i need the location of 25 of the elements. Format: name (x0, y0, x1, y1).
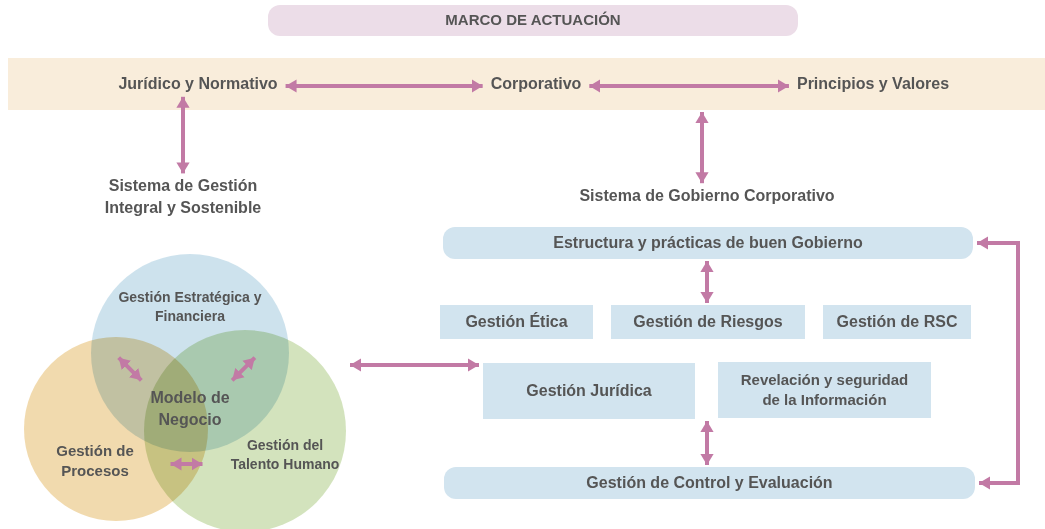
double-arrow (176, 96, 190, 174)
process-box: Gestión de RSC (823, 305, 971, 339)
category-label: Corporativo (386, 58, 686, 110)
double-arrow (117, 356, 143, 382)
double-arrow (589, 79, 789, 93)
double-arrow (695, 112, 709, 184)
section-heading: Sistema de Gestión Integral y Sostenible (88, 172, 278, 222)
section-heading: Sistema de Gobierno Corporativo (560, 183, 854, 209)
double-arrow (285, 79, 483, 93)
process-box: Gestión de Control y Evaluación (444, 467, 975, 499)
double-arrow (977, 236, 1020, 490)
category-label: Jurídico y Normativo (48, 58, 348, 110)
double-arrow (700, 261, 714, 303)
process-box: Estructura y prácticas de buen Gobierno (443, 227, 973, 259)
process-box: Gestión Jurídica (483, 363, 695, 419)
process-box: Gestión Ética (440, 305, 593, 339)
title-banner: MARCO DE ACTUACIÓN (268, 5, 798, 36)
double-arrow (350, 358, 479, 372)
double-arrow (700, 421, 714, 465)
category-label: Principios y Valores (724, 58, 1022, 110)
double-arrow (170, 457, 203, 471)
double-arrow (230, 356, 257, 382)
process-box: Revelación y seguridad de la Información (718, 362, 931, 418)
process-box: Gestión de Riesgos (611, 305, 805, 339)
band-background (8, 58, 1045, 110)
